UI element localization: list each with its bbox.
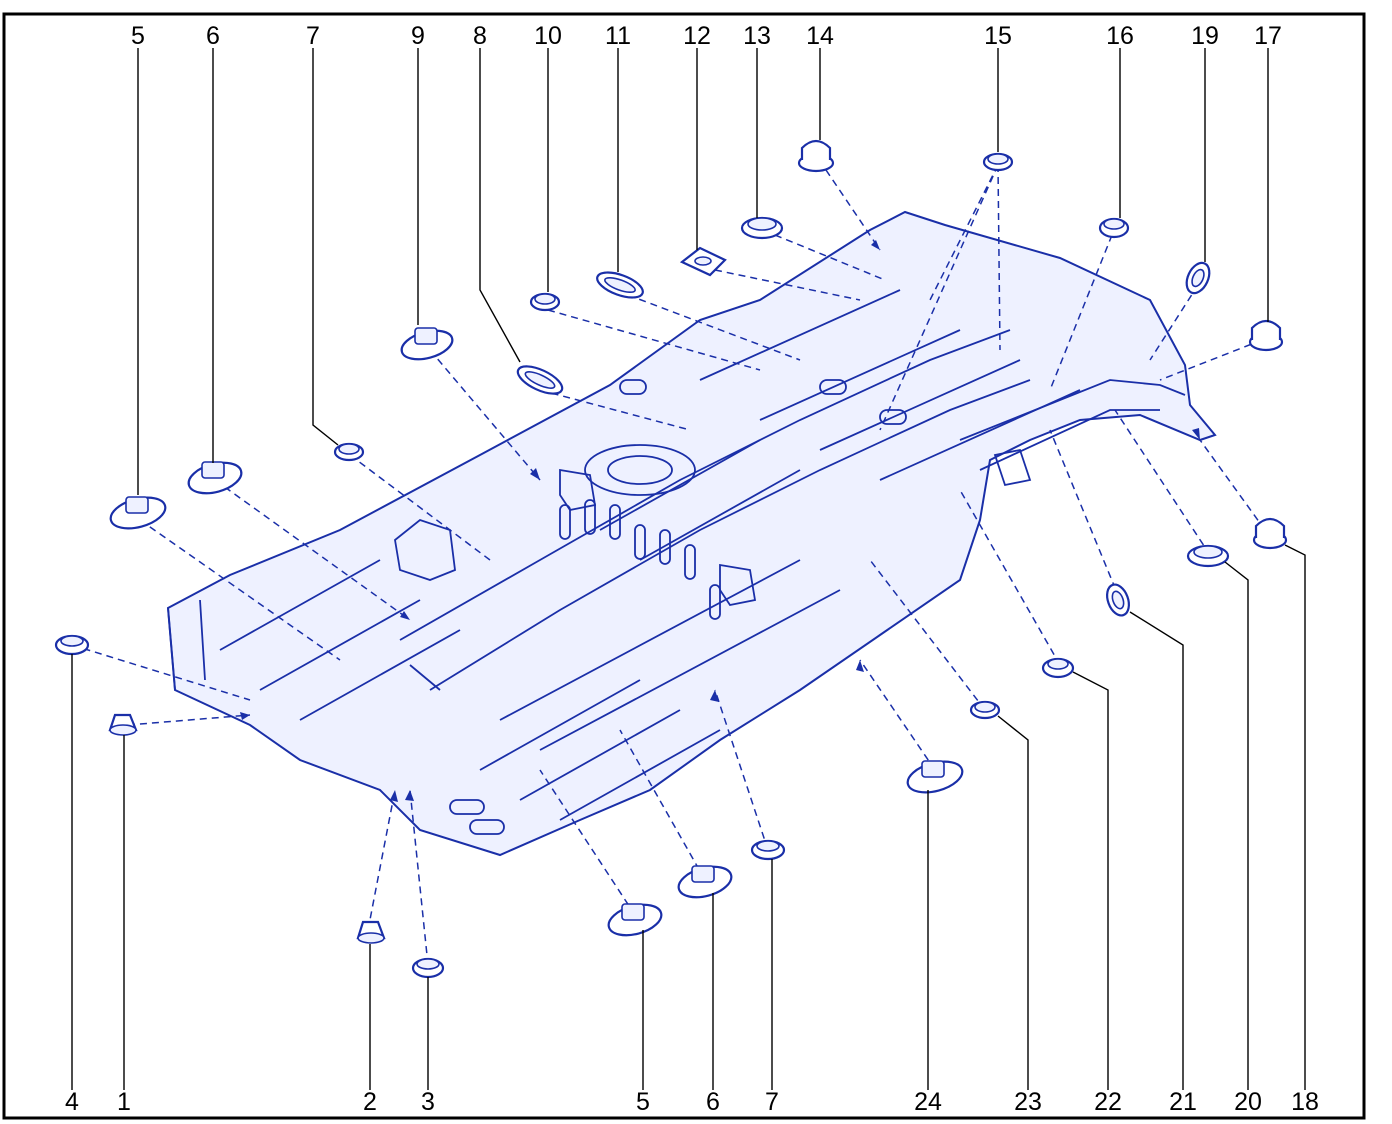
diagram-frame <box>2 12 1366 1120</box>
callout-bottom-21: 21 <box>1169 1088 1197 1116</box>
callout-top-10: 10 <box>534 22 562 50</box>
center-tunnel <box>399 329 1031 691</box>
leader-arrowheads <box>240 240 1200 802</box>
plug-15-icon <box>982 152 1014 172</box>
callout-top-9: 9 <box>411 22 425 50</box>
callout-top-15: 15 <box>984 22 1012 50</box>
plug-7-top-icon <box>333 442 365 462</box>
callout-bottom-20: 20 <box>1234 1088 1262 1116</box>
callout-bottom-6: 6 <box>706 1088 720 1116</box>
floor-outline <box>166 210 1217 857</box>
callout-top-13: 13 <box>743 22 771 50</box>
callout-top-5: 5 <box>131 22 145 50</box>
callout-bottom-7: 7 <box>765 1088 779 1116</box>
front-cross-member <box>167 599 441 691</box>
callout-top-17: 17 <box>1254 22 1282 50</box>
plug-4-icon <box>54 634 90 656</box>
plug-10-icon <box>529 292 561 312</box>
grommet-19-icon <box>1185 261 1211 295</box>
clip-12-icon <box>679 246 727 277</box>
callout-bottom-22: 22 <box>1094 1088 1122 1116</box>
callout-top-12: 12 <box>683 22 711 50</box>
callout-bottom-2: 2 <box>363 1088 377 1116</box>
plug-11-icon <box>596 271 644 299</box>
callout-top-8: 8 <box>473 22 487 50</box>
clip-1-icon <box>108 713 138 736</box>
callout-top-16: 16 <box>1106 22 1134 50</box>
callout-bottom-23: 23 <box>1014 1088 1042 1116</box>
callout-bottom-3: 3 <box>421 1088 435 1116</box>
plug-6-top-icon <box>187 461 243 495</box>
plug-17-icon <box>1248 319 1284 352</box>
part-leaders <box>71 164 1266 966</box>
spare-wheel-well <box>584 444 696 496</box>
plug-23-icon <box>969 700 1001 720</box>
callout-bottom-5: 5 <box>636 1088 650 1116</box>
plug-3-icon <box>411 957 445 979</box>
plug-8-icon <box>516 365 564 395</box>
plug-6-bottom-icon <box>677 865 733 899</box>
grommet-21-icon <box>1106 583 1130 617</box>
callouts-top: 5 6 7 9 8 10 11 12 13 14 15 16 19 17 <box>131 22 1282 50</box>
callout-bottom-1: 1 <box>117 1088 131 1116</box>
callout-top-6: 6 <box>206 22 220 50</box>
plug-14-icon <box>797 139 835 173</box>
parts <box>54 139 1288 979</box>
plug-22-icon <box>1041 657 1075 679</box>
floor-panel <box>166 210 1217 857</box>
callout-bottom-24: 24 <box>914 1088 942 1116</box>
plug-18-icon <box>1252 517 1288 550</box>
callout-top-7: 7 <box>306 22 320 50</box>
callout-top-19: 19 <box>1191 22 1219 50</box>
callout-top-11: 11 <box>605 22 631 50</box>
plug-9-icon <box>400 327 454 361</box>
callouts-bottom: 4 1 2 3 5 6 7 24 23 22 21 20 18 <box>65 1088 1319 1116</box>
plug-5-top-icon <box>109 496 167 530</box>
plug-20-icon <box>1186 544 1230 568</box>
plug-16-icon <box>1098 217 1130 239</box>
callout-bottom-4: 4 <box>65 1088 79 1116</box>
plug-13-icon <box>740 216 784 240</box>
plug-5-bottom-icon <box>607 903 663 937</box>
slot-holes <box>449 379 907 835</box>
rear-cross-member <box>959 379 1186 471</box>
plug-7-bottom-icon <box>750 839 786 861</box>
plug-24-icon <box>906 760 964 794</box>
clip-2-icon <box>356 920 386 944</box>
callout-top-14: 14 <box>806 22 834 50</box>
floor-ribs <box>219 289 1081 821</box>
seat-brackets <box>394 448 1032 607</box>
callout-bottom-18: 18 <box>1291 1088 1319 1116</box>
spare-wheel-well-inner <box>607 455 673 485</box>
callout-leaders <box>71 48 1306 1090</box>
